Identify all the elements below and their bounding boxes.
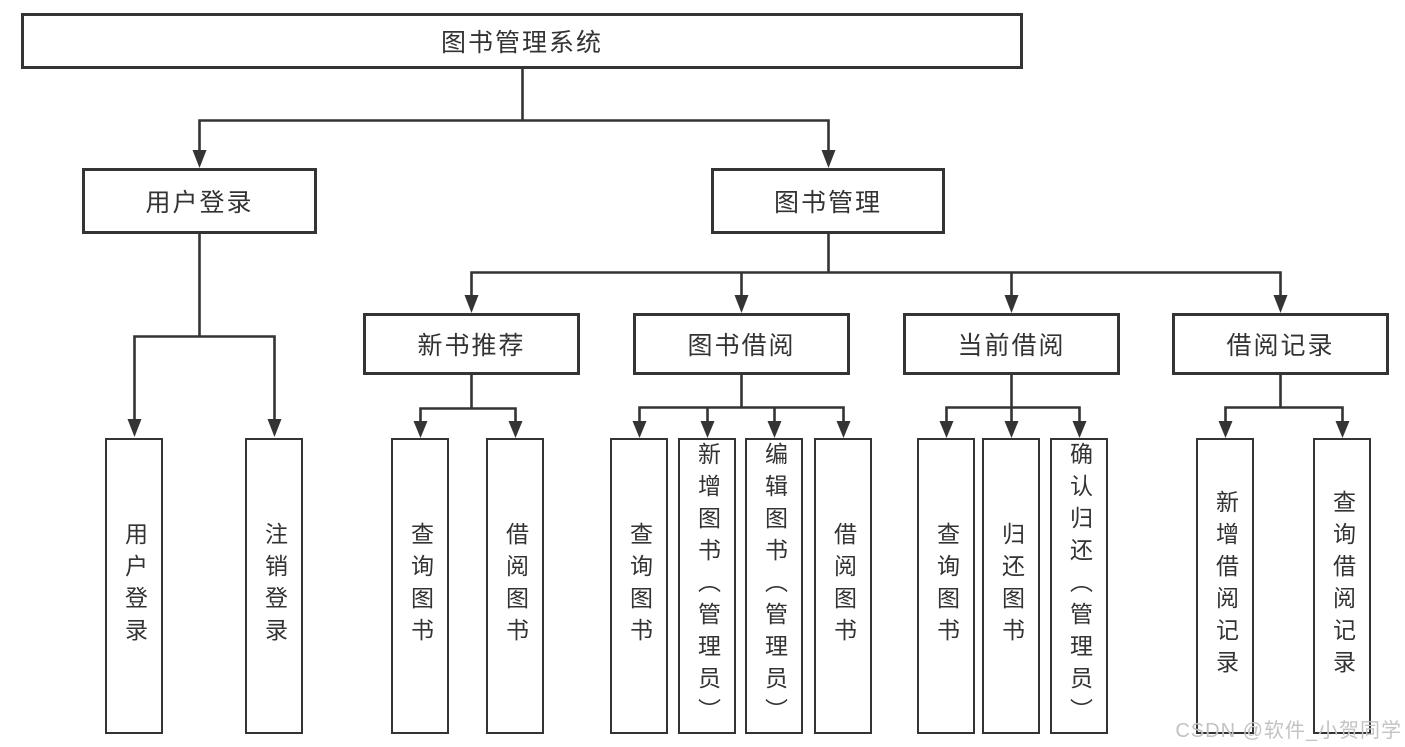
leaf-borrow-books-borrowing: 借阅图书 [814,438,872,734]
leaf-query-books-borrowing: 查询图书 [610,438,668,734]
node-user-login: 用户登录 [82,168,317,234]
leaf-query-borrow-record-label: 查询借阅记录 [1329,490,1356,682]
leaf-query-books-current-label: 查询图书 [933,522,960,650]
leaf-confirm-return-admin: 确认归还（管理员） [1050,438,1108,734]
leaf-query-books-current: 查询图书 [917,438,975,734]
node-book-management: 图书管理 [711,168,945,234]
leaf-query-books-borrowing-label: 查询图书 [626,522,653,650]
node-new-book-recommend-label: 新书推荐 [417,332,526,360]
node-book-management-label: 图书管理 [773,189,882,217]
node-new-book-recommend: 新书推荐 [363,313,580,375]
leaf-add-book-admin-label: 新增图书（管理员） [694,442,721,730]
node-library-management-system-label: 图书管理系统 [440,29,603,57]
node-book-borrowing: 图书借阅 [633,313,850,375]
node-borrowing-records: 借阅记录 [1172,313,1389,375]
leaf-add-book-admin: 新增图书（管理员） [678,438,736,734]
csdn-watermark: CSDN @软件_小贺同学 [1175,720,1402,742]
leaf-confirm-return-admin-label: 确认归还（管理员） [1066,442,1093,730]
node-current-borrowing: 当前借阅 [903,313,1120,375]
node-user-login-label: 用户登录 [145,189,254,217]
leaf-query-books-recommend: 查询图书 [391,438,449,734]
leaf-add-borrow-record: 新增借阅记录 [1196,438,1254,734]
leaf-borrow-books-recommend-label: 借阅图书 [502,522,529,650]
leaf-logout-label: 注销登录 [261,522,288,650]
leaf-add-borrow-record-label: 新增借阅记录 [1212,490,1239,682]
leaf-edit-book-admin: 编辑图书（管理员） [745,438,803,734]
leaf-edit-book-admin-label: 编辑图书（管理员） [761,442,788,730]
leaf-user-login: 用户登录 [105,438,163,734]
leaf-query-books-recommend-label: 查询图书 [407,522,434,650]
leaf-return-book-label: 归还图书 [998,522,1025,650]
leaf-return-book: 归还图书 [982,438,1040,734]
node-library-management-system: 图书管理系统 [21,13,1023,69]
node-current-borrowing-label: 当前借阅 [957,332,1066,360]
node-borrowing-records-label: 借阅记录 [1226,332,1335,360]
node-book-borrowing-label: 图书借阅 [687,332,796,360]
leaf-borrow-books-recommend: 借阅图书 [486,438,544,734]
leaf-query-borrow-record: 查询借阅记录 [1313,438,1371,734]
leaf-logout: 注销登录 [245,438,303,734]
leaf-user-login-label: 用户登录 [121,522,148,650]
leaf-borrow-books-borrowing-label: 借阅图书 [830,522,857,650]
